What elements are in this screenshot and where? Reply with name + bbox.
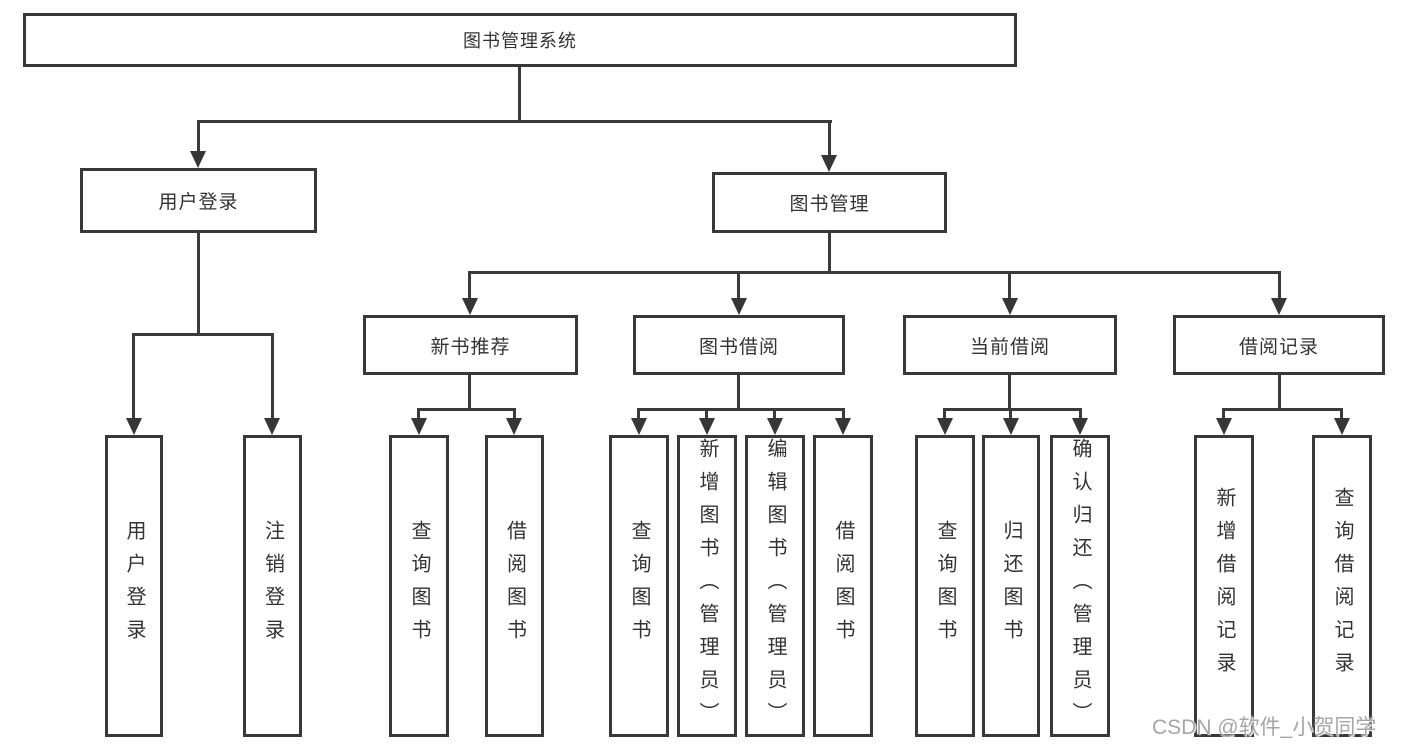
connector-drop-book-borrow: [737, 271, 740, 299]
arrow-down-icon: [937, 418, 953, 435]
connector-drop: [1009, 408, 1012, 419]
connector-drop: [513, 408, 516, 419]
connector-bookmgmt-stem: [828, 231, 831, 274]
arrow-down-icon: [1334, 418, 1350, 435]
leaf-newbooks-borrow-books: 借阅图书: [485, 435, 544, 737]
node-user-login: 用户登录: [80, 168, 317, 233]
connector-bookmgmt-horizontal: [468, 271, 1281, 274]
connector-drop-current-borrow: [1008, 271, 1011, 299]
node-book-borrowing: 图书借阅: [633, 315, 845, 375]
arrow-down-icon: [190, 151, 206, 168]
arrow-down-icon: [1003, 418, 1019, 435]
arrow-down-icon: [1216, 418, 1232, 435]
node-root: 图书管理系统: [23, 13, 1017, 67]
connector-drop-new-books: [468, 271, 471, 299]
connector-drop-user-login: [197, 120, 200, 152]
connector-drop: [1079, 408, 1082, 419]
leaf-logout: 注销登录: [243, 435, 302, 737]
connector-userlogin-stem: [197, 231, 200, 335]
connector-drop: [1340, 408, 1343, 419]
connector-currentborrow-stem: [1008, 373, 1011, 410]
arrow-down-icon: [411, 418, 427, 435]
arrow-down-icon: [631, 418, 647, 435]
arrow-down-icon: [821, 155, 837, 172]
connector-bookborrow-horizontal: [637, 408, 845, 411]
leaf-borrowing-borrow-books: 借阅图书: [813, 435, 873, 737]
leaf-user-login: 用户登录: [105, 435, 163, 737]
arrow-down-icon: [699, 418, 715, 435]
arrow-down-icon: [767, 418, 783, 435]
connector-drop-userlogin-leaf: [132, 333, 135, 419]
arrow-down-icon: [731, 298, 747, 315]
arrow-down-icon: [462, 298, 478, 315]
connector-userlogin-horizontal: [132, 333, 274, 336]
connector-drop: [705, 408, 708, 419]
connector-drop-borrow-records: [1278, 271, 1281, 299]
connector-drop: [417, 408, 420, 419]
arrow-down-icon: [126, 418, 142, 435]
leaf-edit-books-admin: 编辑图书（管理员）: [745, 435, 805, 737]
connector-drop: [842, 408, 845, 419]
leaf-current-query-books: 查询图书: [915, 435, 975, 737]
arrow-down-icon: [1271, 298, 1287, 315]
arrow-down-icon: [835, 418, 851, 435]
connector-root-stem: [518, 66, 521, 122]
arrow-down-icon: [1072, 418, 1088, 435]
connector-drop: [773, 408, 776, 419]
connector-root-horizontal: [197, 120, 832, 123]
leaf-add-borrow-record: 新增借阅记录: [1194, 435, 1254, 737]
node-borrow-records: 借阅记录: [1173, 315, 1385, 375]
connector-drop: [1222, 408, 1225, 419]
connector-bookborrow-stem: [737, 373, 740, 410]
node-new-book-recommend: 新书推荐: [363, 315, 578, 375]
arrow-down-icon: [264, 418, 280, 435]
leaf-query-borrow-record: 查询借阅记录: [1312, 435, 1372, 737]
arrow-down-icon: [1002, 298, 1018, 315]
connector-drop: [943, 408, 946, 419]
leaf-return-books: 归还图书: [982, 435, 1040, 737]
connector-drop-logout-leaf: [271, 333, 274, 419]
leaf-newbooks-query-books: 查询图书: [389, 435, 449, 737]
csdn-watermark: CSDN @软件_小贺同学: [1152, 716, 1377, 739]
leaf-add-books-admin: 新增图书（管理员）: [677, 435, 737, 737]
leaf-confirm-return-admin: 确认归还（管理员）: [1050, 435, 1110, 737]
connector-borrowrecords-stem: [1278, 373, 1281, 410]
node-book-management: 图书管理: [712, 172, 947, 233]
connector-newbooks-horizontal: [417, 408, 516, 411]
node-current-borrowing: 当前借阅: [903, 315, 1117, 375]
connector-drop: [637, 408, 640, 419]
leaf-borrowing-query-books: 查询图书: [609, 435, 669, 737]
connector-drop-book-mgmt: [828, 120, 831, 156]
connector-newbooks-stem: [468, 373, 471, 410]
arrow-down-icon: [506, 418, 522, 435]
connector-currentborrow-horizontal: [943, 408, 1082, 411]
connector-borrowrecords-horizontal: [1222, 408, 1343, 411]
